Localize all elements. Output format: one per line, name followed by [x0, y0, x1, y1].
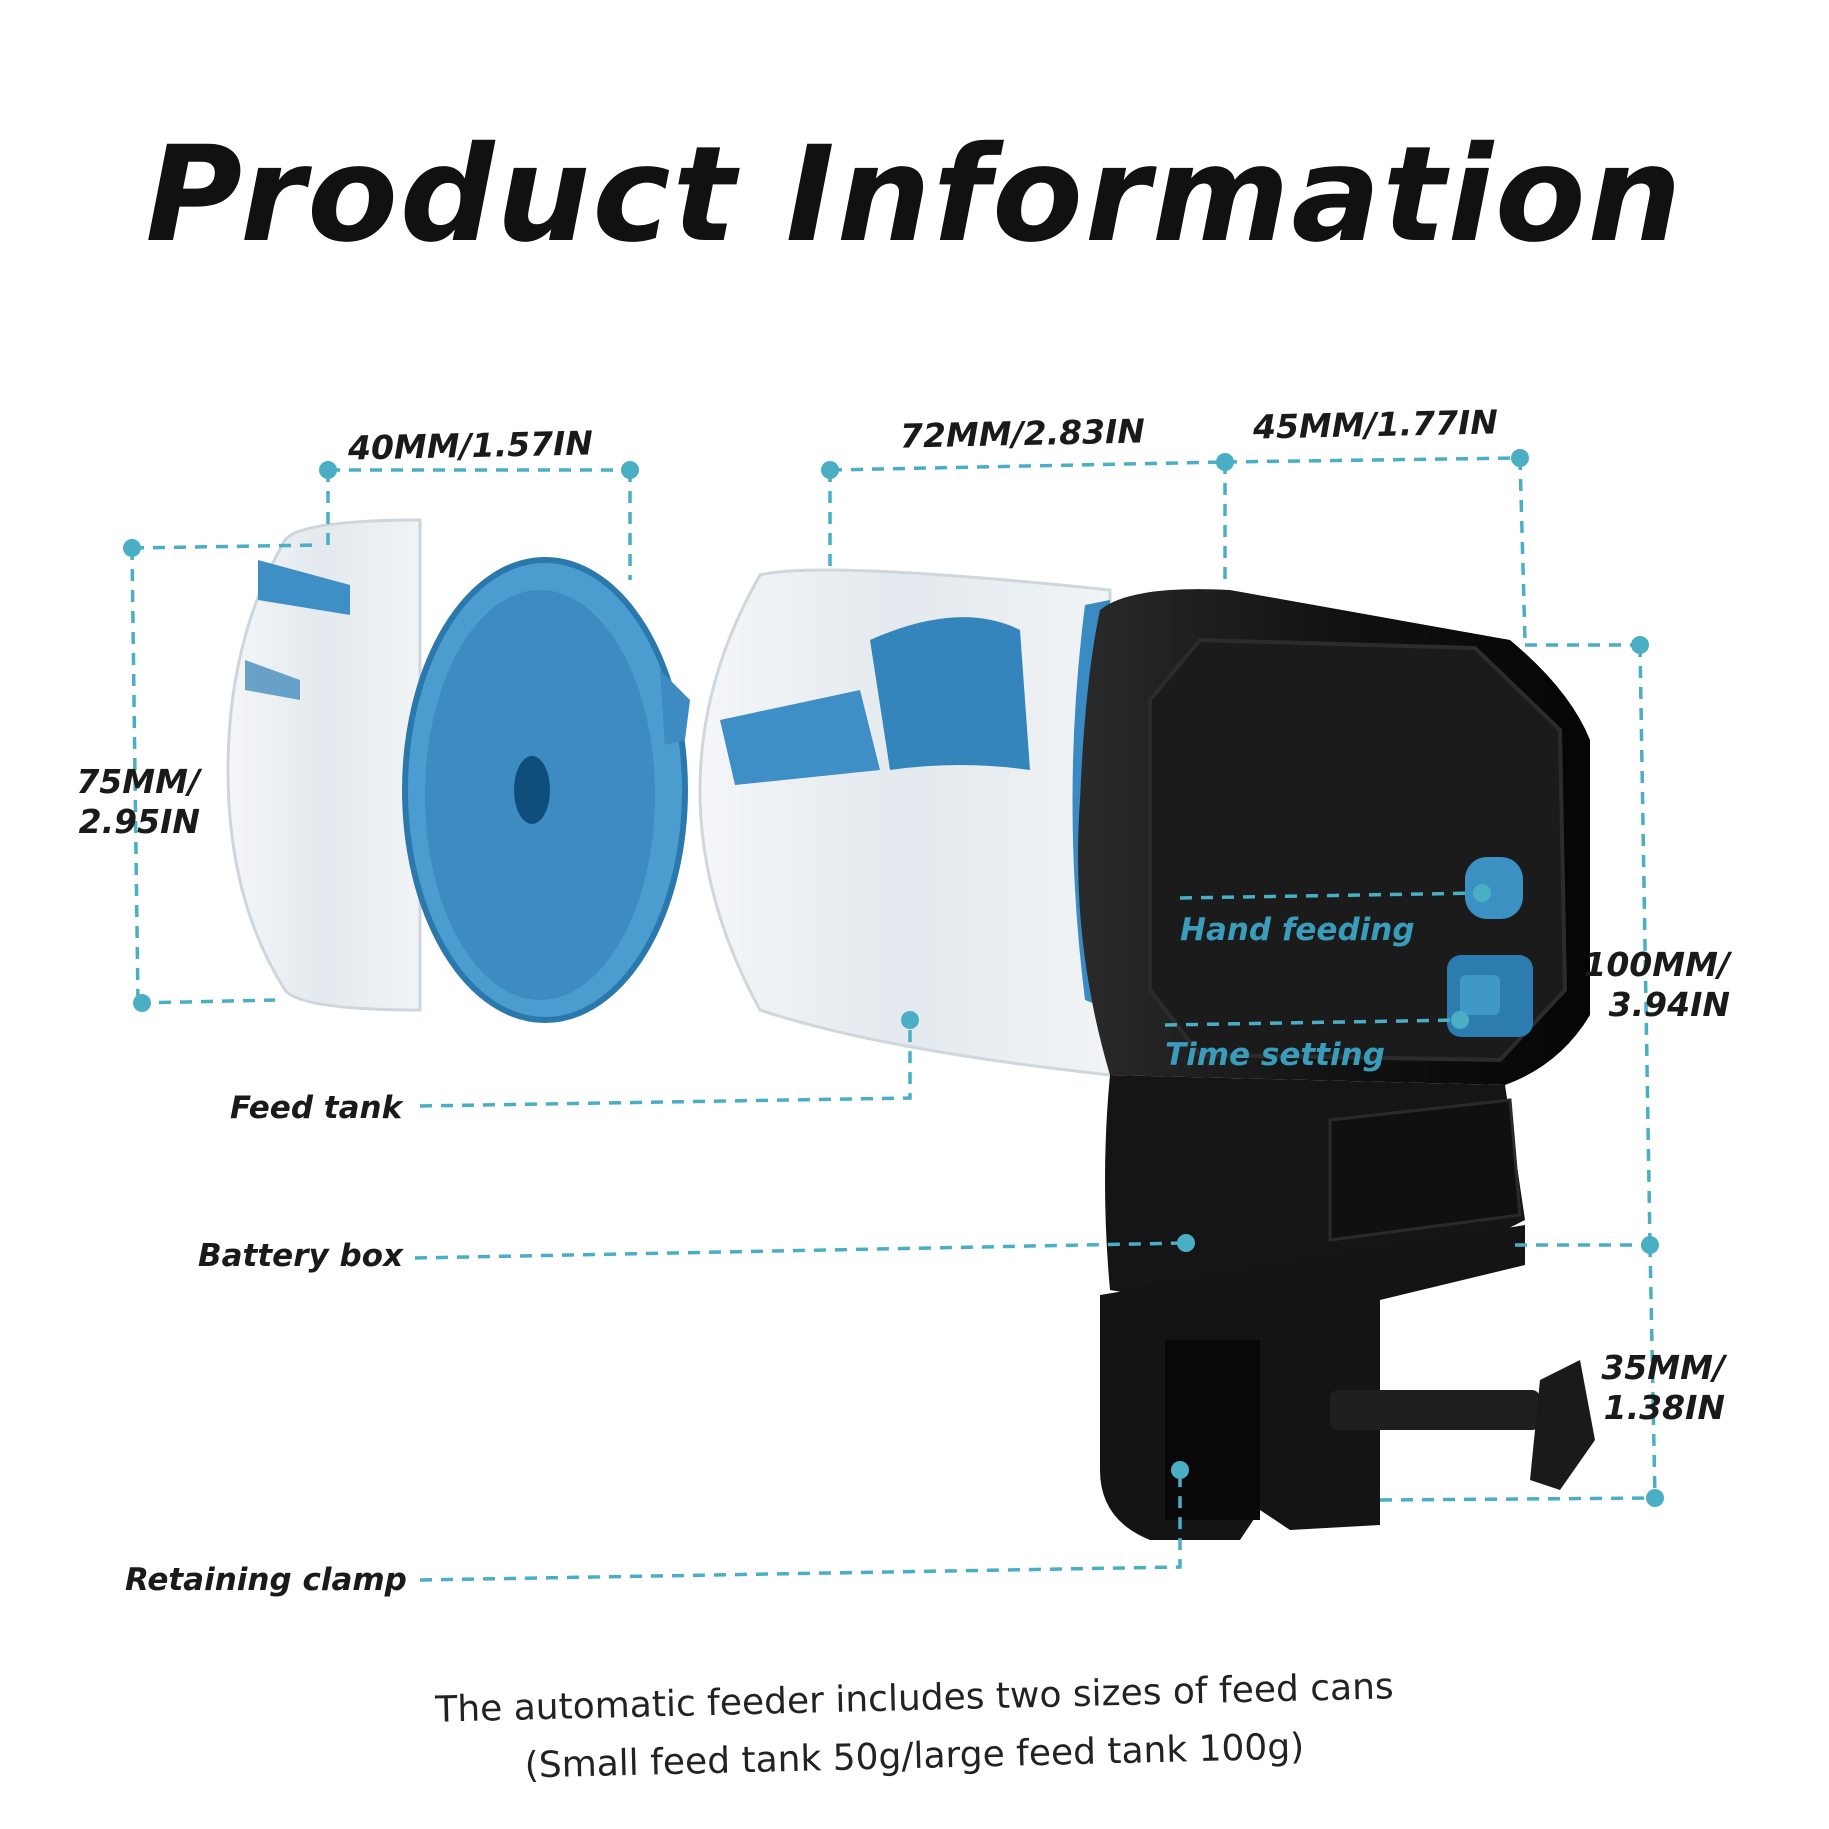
retaining-clamp — [1100, 1225, 1595, 1540]
caption: The automatic feeder includes two sizes … — [0, 1666, 1829, 1786]
head-depth-dot-l — [1216, 453, 1234, 471]
body-height-label: 100MM/ 3.94IN — [1583, 945, 1730, 1024]
small-tank-width-label: 40MM/1.57IN — [347, 423, 594, 468]
clamp-height-label: 35MM/ 1.38IN — [1601, 1348, 1725, 1427]
feed-tank-dot — [901, 1011, 919, 1029]
time-setting-dot — [1451, 1011, 1469, 1029]
large-width-dot-l — [821, 461, 839, 479]
small-feed-tank — [226, 518, 690, 1023]
battery-box-label: Battery box — [198, 1238, 403, 1274]
small-height-tick-b — [137, 998, 276, 1005]
head-depth-line — [1224, 456, 1521, 464]
body-height-dot-t — [1631, 636, 1649, 654]
head-depth-label: 45MM/1.77IN — [1252, 402, 1499, 447]
clamp-height-dot-b — [1646, 1489, 1664, 1507]
clamp-height-tick-b — [1379, 1496, 1656, 1502]
feed-tank-label: Feed tank — [230, 1090, 403, 1126]
hand-feeding-dot — [1473, 884, 1491, 902]
feeder-head — [1078, 589, 1590, 1085]
body-height-dot-b — [1641, 1236, 1659, 1254]
feed-tank-leader — [419, 1020, 912, 1108]
small-width-dot-l — [319, 461, 337, 479]
battery-box-dot — [1177, 1234, 1195, 1252]
page-title: Product Information — [145, 118, 1684, 272]
large-feed-tank — [698, 568, 1112, 1077]
clamp-leader — [419, 1470, 1182, 1582]
head-depth-tick-r — [1518, 457, 1527, 641]
large-width-line — [829, 460, 1226, 472]
small-height-tick-t — [131, 543, 321, 550]
body-height-line — [1638, 644, 1652, 1246]
small-height-dot-t — [123, 539, 141, 557]
head-depth-dot-r — [1511, 449, 1529, 467]
hand-feeding-leader — [1179, 891, 1483, 900]
time-setting-leader — [1164, 1018, 1461, 1027]
hand-feeding-label: Hand feeding — [1180, 912, 1415, 948]
small-width-dot-r — [621, 461, 639, 479]
small-height-line — [130, 547, 140, 1004]
time-setting-label: Time setting — [1165, 1037, 1385, 1073]
clamp-dot — [1171, 1461, 1189, 1479]
small-height-dot-b — [133, 994, 151, 1012]
clamp-height-line — [1648, 1244, 1657, 1499]
small-tank-height-label: 75MM/ 2.95IN — [76, 762, 200, 841]
large-tank-width-label: 72MM/2.83IN — [899, 411, 1146, 456]
battery-box-leader — [414, 1241, 1187, 1260]
dimension-lines — [123, 449, 1664, 1582]
retaining-clamp-label: Retaining clamp — [125, 1562, 407, 1598]
